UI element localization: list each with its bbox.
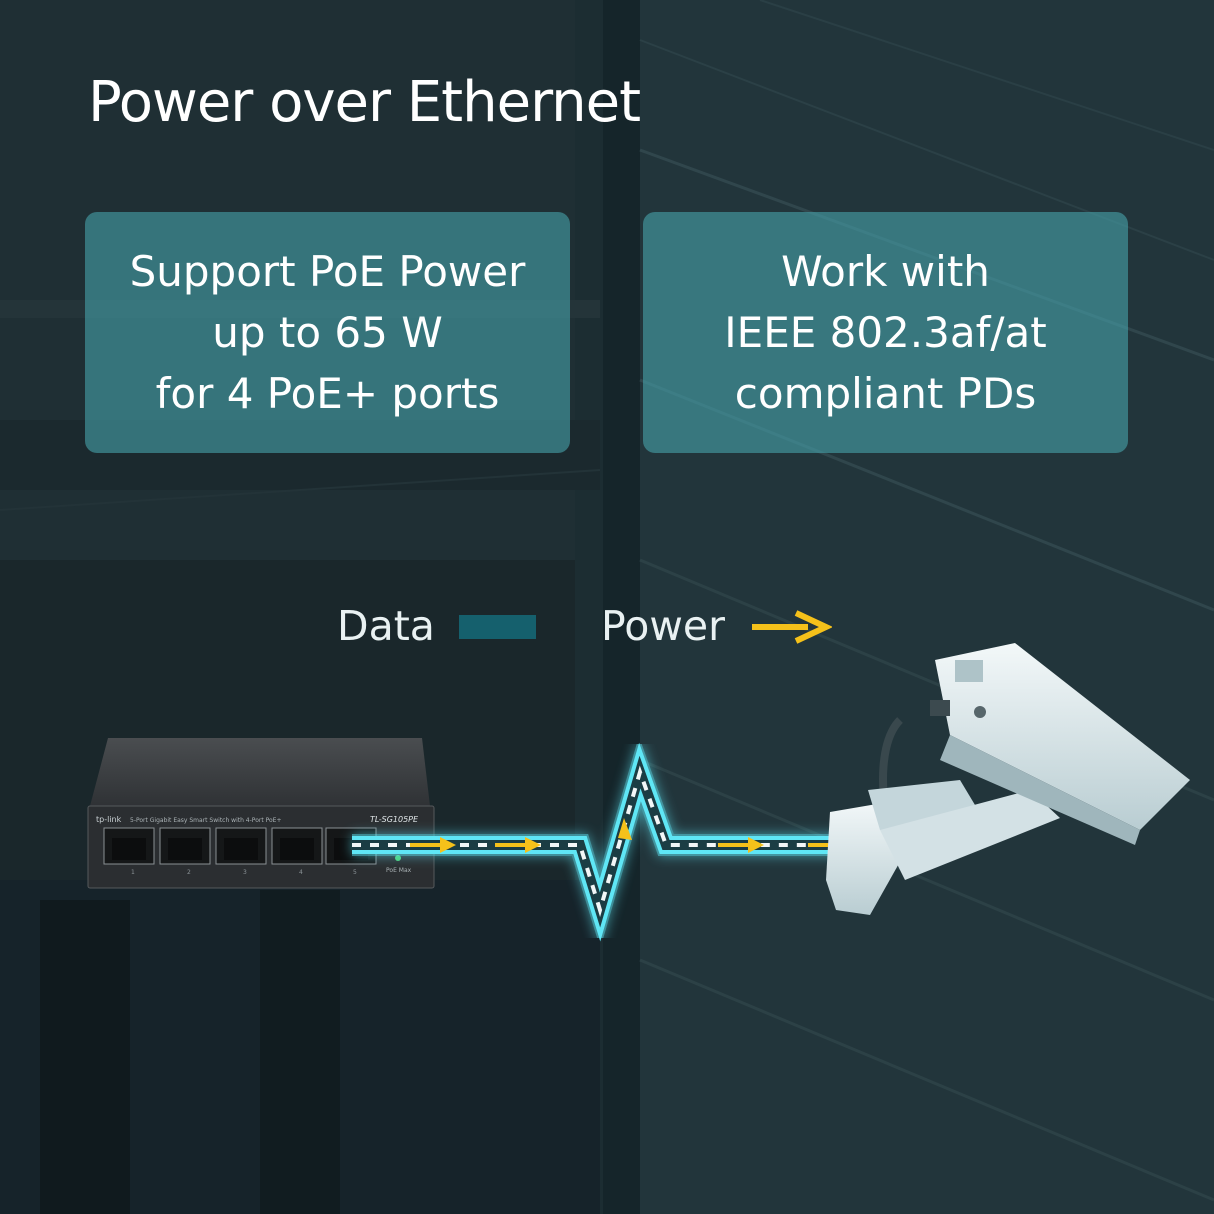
switch-brand: tp-link — [96, 815, 122, 824]
port-number-2: 2 — [187, 869, 191, 876]
legend-power-label: Power — [601, 602, 725, 650]
network-switch: tp-link 5-Port Gigabit Easy Smart Switch… — [87, 738, 435, 889]
legend-data-label: Data — [337, 602, 435, 650]
port-number-4: 4 — [299, 869, 303, 876]
legend-data-swatch — [459, 615, 536, 639]
card-line: Work with — [781, 247, 990, 296]
power-arrow-icon — [410, 837, 456, 853]
security-camera — [826, 643, 1190, 915]
card-line: for 4 PoE+ ports — [155, 369, 500, 418]
card-line: IEEE 802.3af/at — [724, 308, 1047, 357]
port-number-1: 1 — [131, 869, 135, 876]
card-line: compliant PDs — [734, 369, 1037, 418]
switch-ports — [103, 827, 377, 865]
switch-model: TL-SG105PE — [370, 815, 419, 824]
feature-card-poe-power: Support PoE Power up to 65 W for 4 PoE+ … — [85, 212, 570, 453]
legend-power-arrow-icon — [752, 610, 832, 644]
port-number-3: 3 — [243, 869, 247, 876]
port-number-5: 5 — [353, 869, 357, 876]
card-line: up to 65 W — [212, 308, 443, 357]
power-arrow-icon — [495, 837, 541, 853]
poe-max-led — [395, 855, 401, 861]
page-title: Power over Ethernet — [88, 70, 641, 135]
poe-max-label: PoE Max — [386, 867, 412, 874]
card-line: Support PoE Power — [129, 247, 526, 296]
feature-card-compatibility: Work with IEEE 802.3af/at compliant PDs — [643, 212, 1128, 453]
switch-subtitle: 5-Port Gigabit Easy Smart Switch with 4-… — [130, 817, 282, 824]
ethernet-cable — [352, 736, 856, 949]
power-arrow-icon — [718, 837, 764, 853]
power-arrow-icon — [618, 818, 632, 840]
